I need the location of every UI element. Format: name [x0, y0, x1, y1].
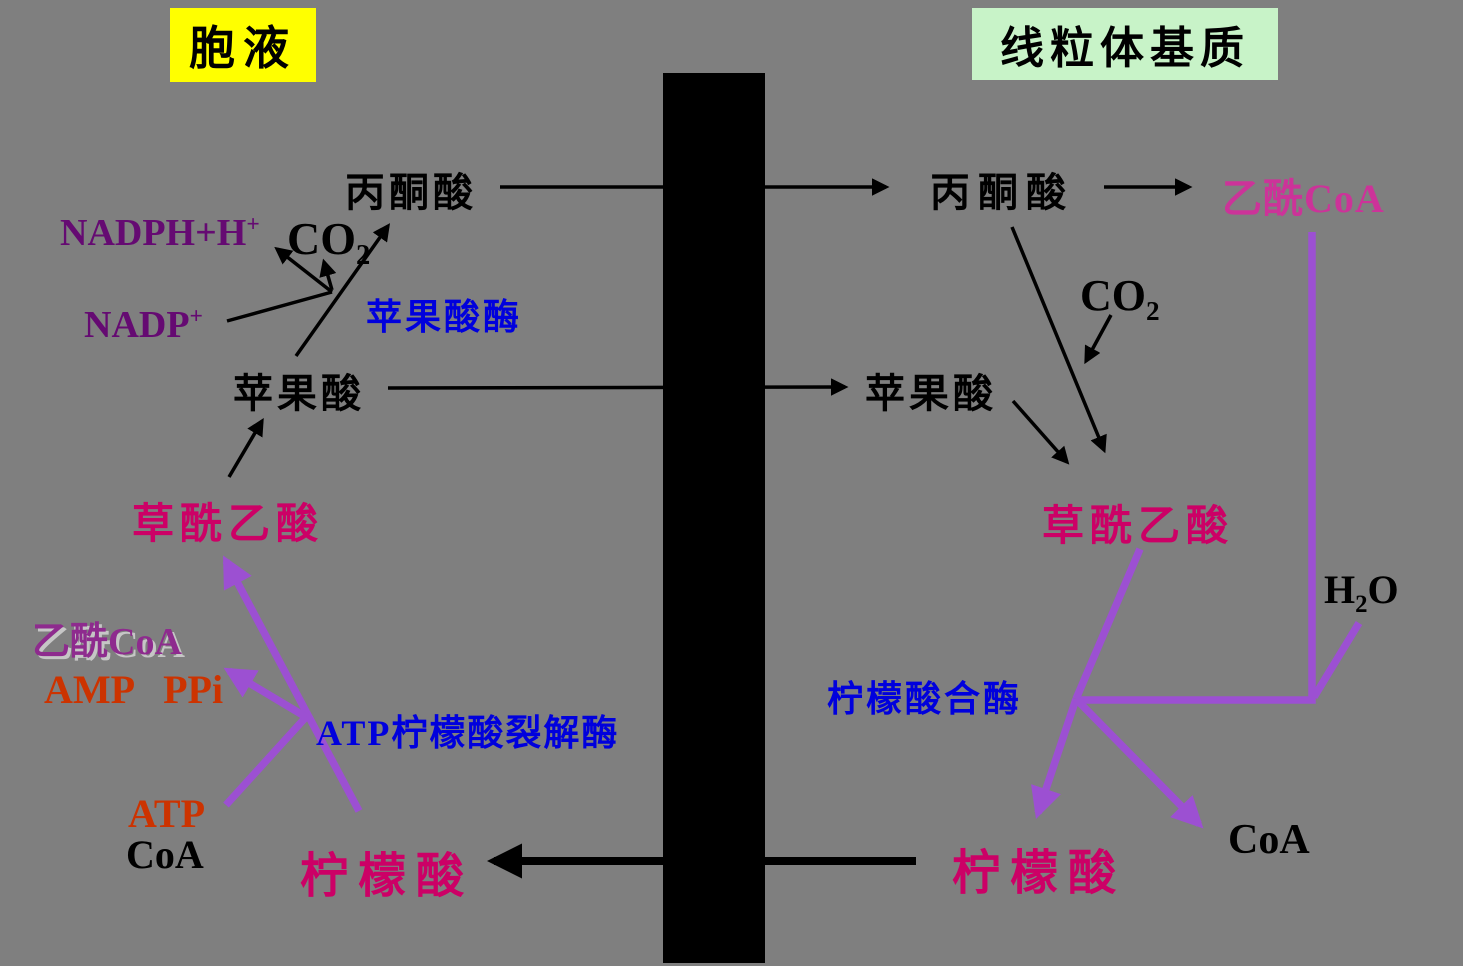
- co2-base-mit: CO: [1080, 271, 1146, 320]
- cytosol-co2-label: CO2: [287, 212, 370, 272]
- arrow-malate-to-oaa-mit: [1011, 399, 1070, 465]
- arrow-synthase-to-citrate: [1031, 697, 1080, 819]
- matrix-co2-label: CO2: [1080, 270, 1160, 327]
- matrix-label: 线粒体基质: [1000, 24, 1250, 73]
- h2o-sub: 2: [1355, 591, 1368, 618]
- line-acetylcoa-to-synthase: [1080, 232, 1316, 704]
- arrow-co2-out-cyt: [319, 258, 337, 291]
- arrow-malate-transport: [387, 378, 849, 396]
- cytosol-oxaloacetate-label: 草酰乙酸: [132, 502, 325, 548]
- purple-arrows: [222, 232, 1363, 829]
- arrow-malate-to-pyruvate-cyt: [294, 223, 391, 358]
- arrow-nadph-out: [274, 246, 334, 294]
- cytosol-acetylcoa-label: 乙酰CoA: [32, 621, 182, 663]
- matrix-citrate-label: 柠檬酸: [952, 847, 1127, 900]
- cytosol-coa-label: CoA: [126, 832, 204, 877]
- cytosol-malate-label: 苹果酸: [233, 371, 365, 416]
- malic-enzyme-label: 苹果酸酶: [366, 297, 523, 337]
- nadph-sup: +: [246, 211, 260, 238]
- arrow-pyruvate-to-oaa-mit: [1010, 226, 1107, 454]
- line-oaa-to-synthase: [1072, 547, 1144, 701]
- nadph-base: NADPH+H: [60, 212, 247, 254]
- co2-base: CO: [287, 213, 356, 264]
- matrix-malate-label: 苹果酸: [865, 371, 997, 416]
- co2-sub: 2: [356, 240, 371, 272]
- atp-citrate-lyase-label: ATP柠檬酸裂解酶: [316, 713, 620, 753]
- matrix-pyruvate-label: 丙酮酸: [930, 170, 1074, 215]
- h2o-o: O: [1367, 567, 1399, 612]
- nadp-sup: +: [189, 303, 203, 330]
- citrate-synthase-label: 柠檬酸合酶: [827, 679, 1023, 719]
- cytosol-pyruvate-label: 丙酮酸: [345, 170, 477, 215]
- mitochondrial-membrane: [663, 73, 765, 963]
- cytosol-nadph-label: NADPH+H+: [60, 211, 260, 255]
- amp-ppi-label: AMP PPi: [44, 666, 223, 713]
- line-nadp-in: [226, 290, 333, 323]
- matrix-oxaloacetate-label: 草酰乙酸: [1042, 504, 1235, 550]
- arrow-amp-ppi-out: [223, 667, 308, 721]
- line-h2o-in: [1310, 621, 1363, 699]
- co2-sub-mit: 2: [1146, 295, 1160, 326]
- cytosol-label-box: 胞液: [170, 8, 316, 82]
- amp-label: AMP: [44, 667, 136, 712]
- h2o-h: H: [1324, 567, 1356, 612]
- line-atp-coa-in: [223, 714, 309, 808]
- arrow-co2-in-mit: [1084, 314, 1113, 365]
- arrow-citrate-to-oaa-cyt: [222, 555, 363, 813]
- h2o-label: H2O: [1324, 566, 1399, 619]
- ppi-label: PPi: [163, 667, 224, 712]
- atp-label: ATP: [128, 791, 206, 836]
- cytosol-label: 胞液: [189, 23, 297, 74]
- nadp-base: NADP: [84, 304, 190, 346]
- matrix-label-box: 线粒体基质: [972, 8, 1278, 80]
- arrow-synthase-to-coa: [1073, 696, 1204, 829]
- arrow-oaa-to-malate-cyt: [227, 417, 264, 478]
- cytosol-nadp-label: NADP+: [84, 303, 203, 347]
- matrix-coa-label: CoA: [1228, 817, 1310, 863]
- cytosol-citrate-label: 柠檬酸: [300, 850, 475, 903]
- matrix-acetylcoa-label: 乙酰CoA: [1222, 176, 1385, 221]
